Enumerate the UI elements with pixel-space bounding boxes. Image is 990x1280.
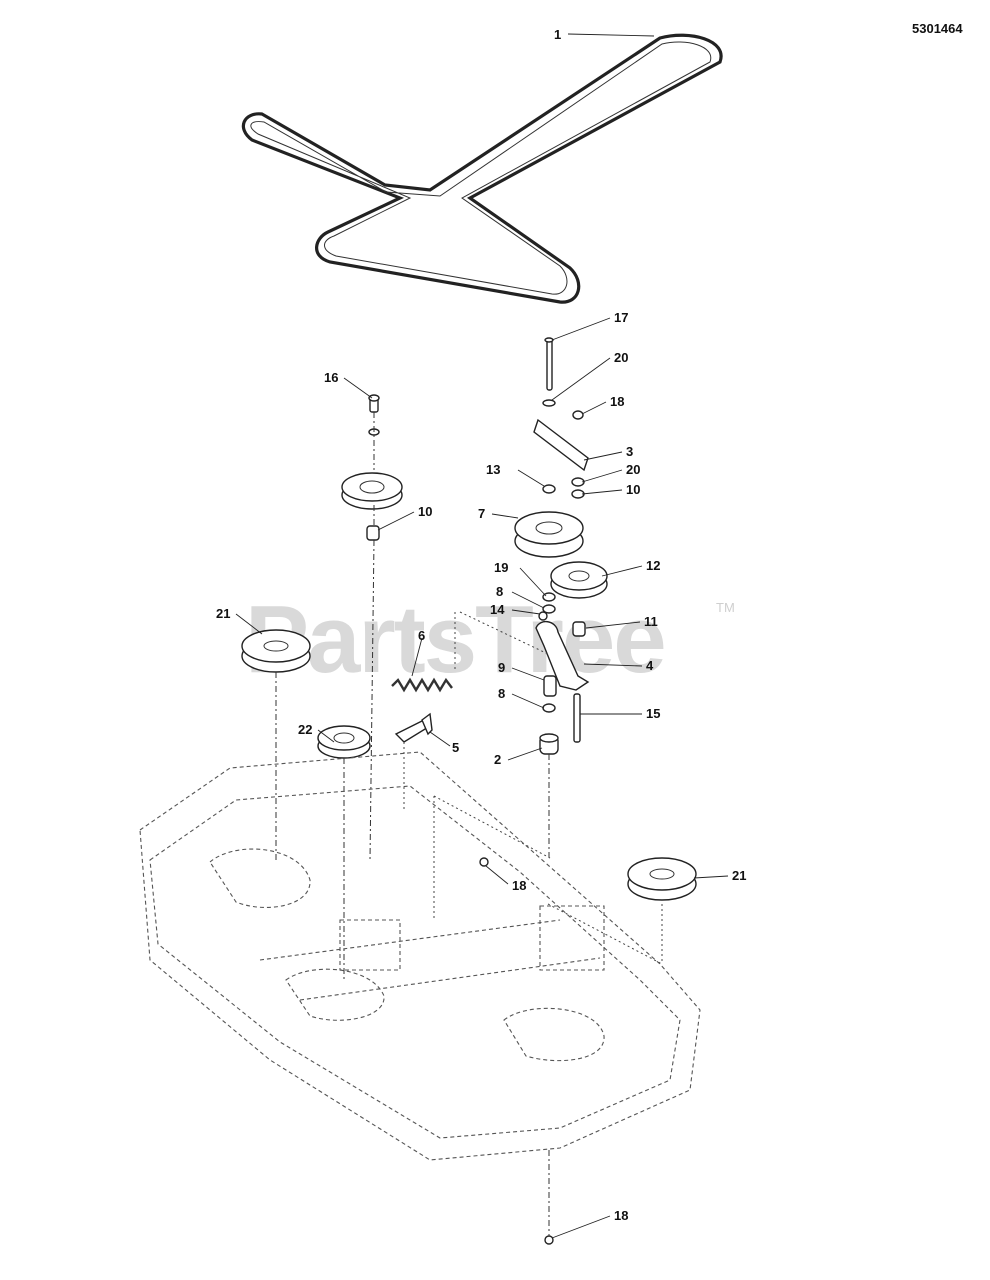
callout-labels: 1 17 20 18 16 3 20 13 10 10 7 12 19 8 14… — [216, 27, 746, 1223]
callout-18b: 18 — [512, 878, 526, 893]
callout-18c: 18 — [614, 1208, 628, 1223]
leader-lines — [235, 33, 729, 1239]
mower-deck — [139, 751, 701, 1245]
idler-stack-left — [341, 394, 403, 861]
callout-10: 10 — [626, 482, 640, 497]
idler-assembly-right — [514, 337, 608, 860]
callout-17: 17 — [614, 310, 628, 325]
callout-2: 2 — [494, 752, 501, 767]
spring-and-bracket — [391, 611, 549, 810]
callout-21b: 21 — [732, 868, 746, 883]
callout-5: 5 — [452, 740, 459, 755]
callout-1: 1 — [554, 27, 561, 42]
callout-9: 9 — [498, 660, 505, 675]
callout-8b: 8 — [498, 686, 505, 701]
callout-22: 22 — [298, 722, 312, 737]
callout-15: 15 — [646, 706, 660, 721]
spindle-pulleys — [241, 629, 697, 980]
drive-belt — [241, 33, 723, 304]
callout-8: 8 — [496, 584, 503, 599]
callout-20: 20 — [614, 350, 628, 365]
callout-16: 16 — [324, 370, 338, 385]
callout-20b: 20 — [626, 462, 640, 477]
callout-21: 21 — [216, 606, 230, 621]
callout-6: 6 — [418, 628, 425, 643]
callout-4: 4 — [646, 658, 654, 673]
callout-3: 3 — [626, 444, 633, 459]
watermark-brand: PartsTree — [245, 586, 665, 693]
callout-10b: 10 — [418, 504, 432, 519]
callout-13: 13 — [486, 462, 500, 477]
callout-7: 7 — [478, 506, 485, 521]
callout-18: 18 — [610, 394, 624, 409]
watermark-tm: TM — [716, 600, 735, 615]
document-id: 5301464 — [912, 21, 963, 36]
callout-11: 11 — [644, 614, 658, 629]
watermark: PartsTree TM — [245, 586, 735, 693]
callout-12: 12 — [646, 558, 660, 573]
callout-14: 14 — [490, 602, 505, 617]
callout-19: 19 — [494, 560, 508, 575]
